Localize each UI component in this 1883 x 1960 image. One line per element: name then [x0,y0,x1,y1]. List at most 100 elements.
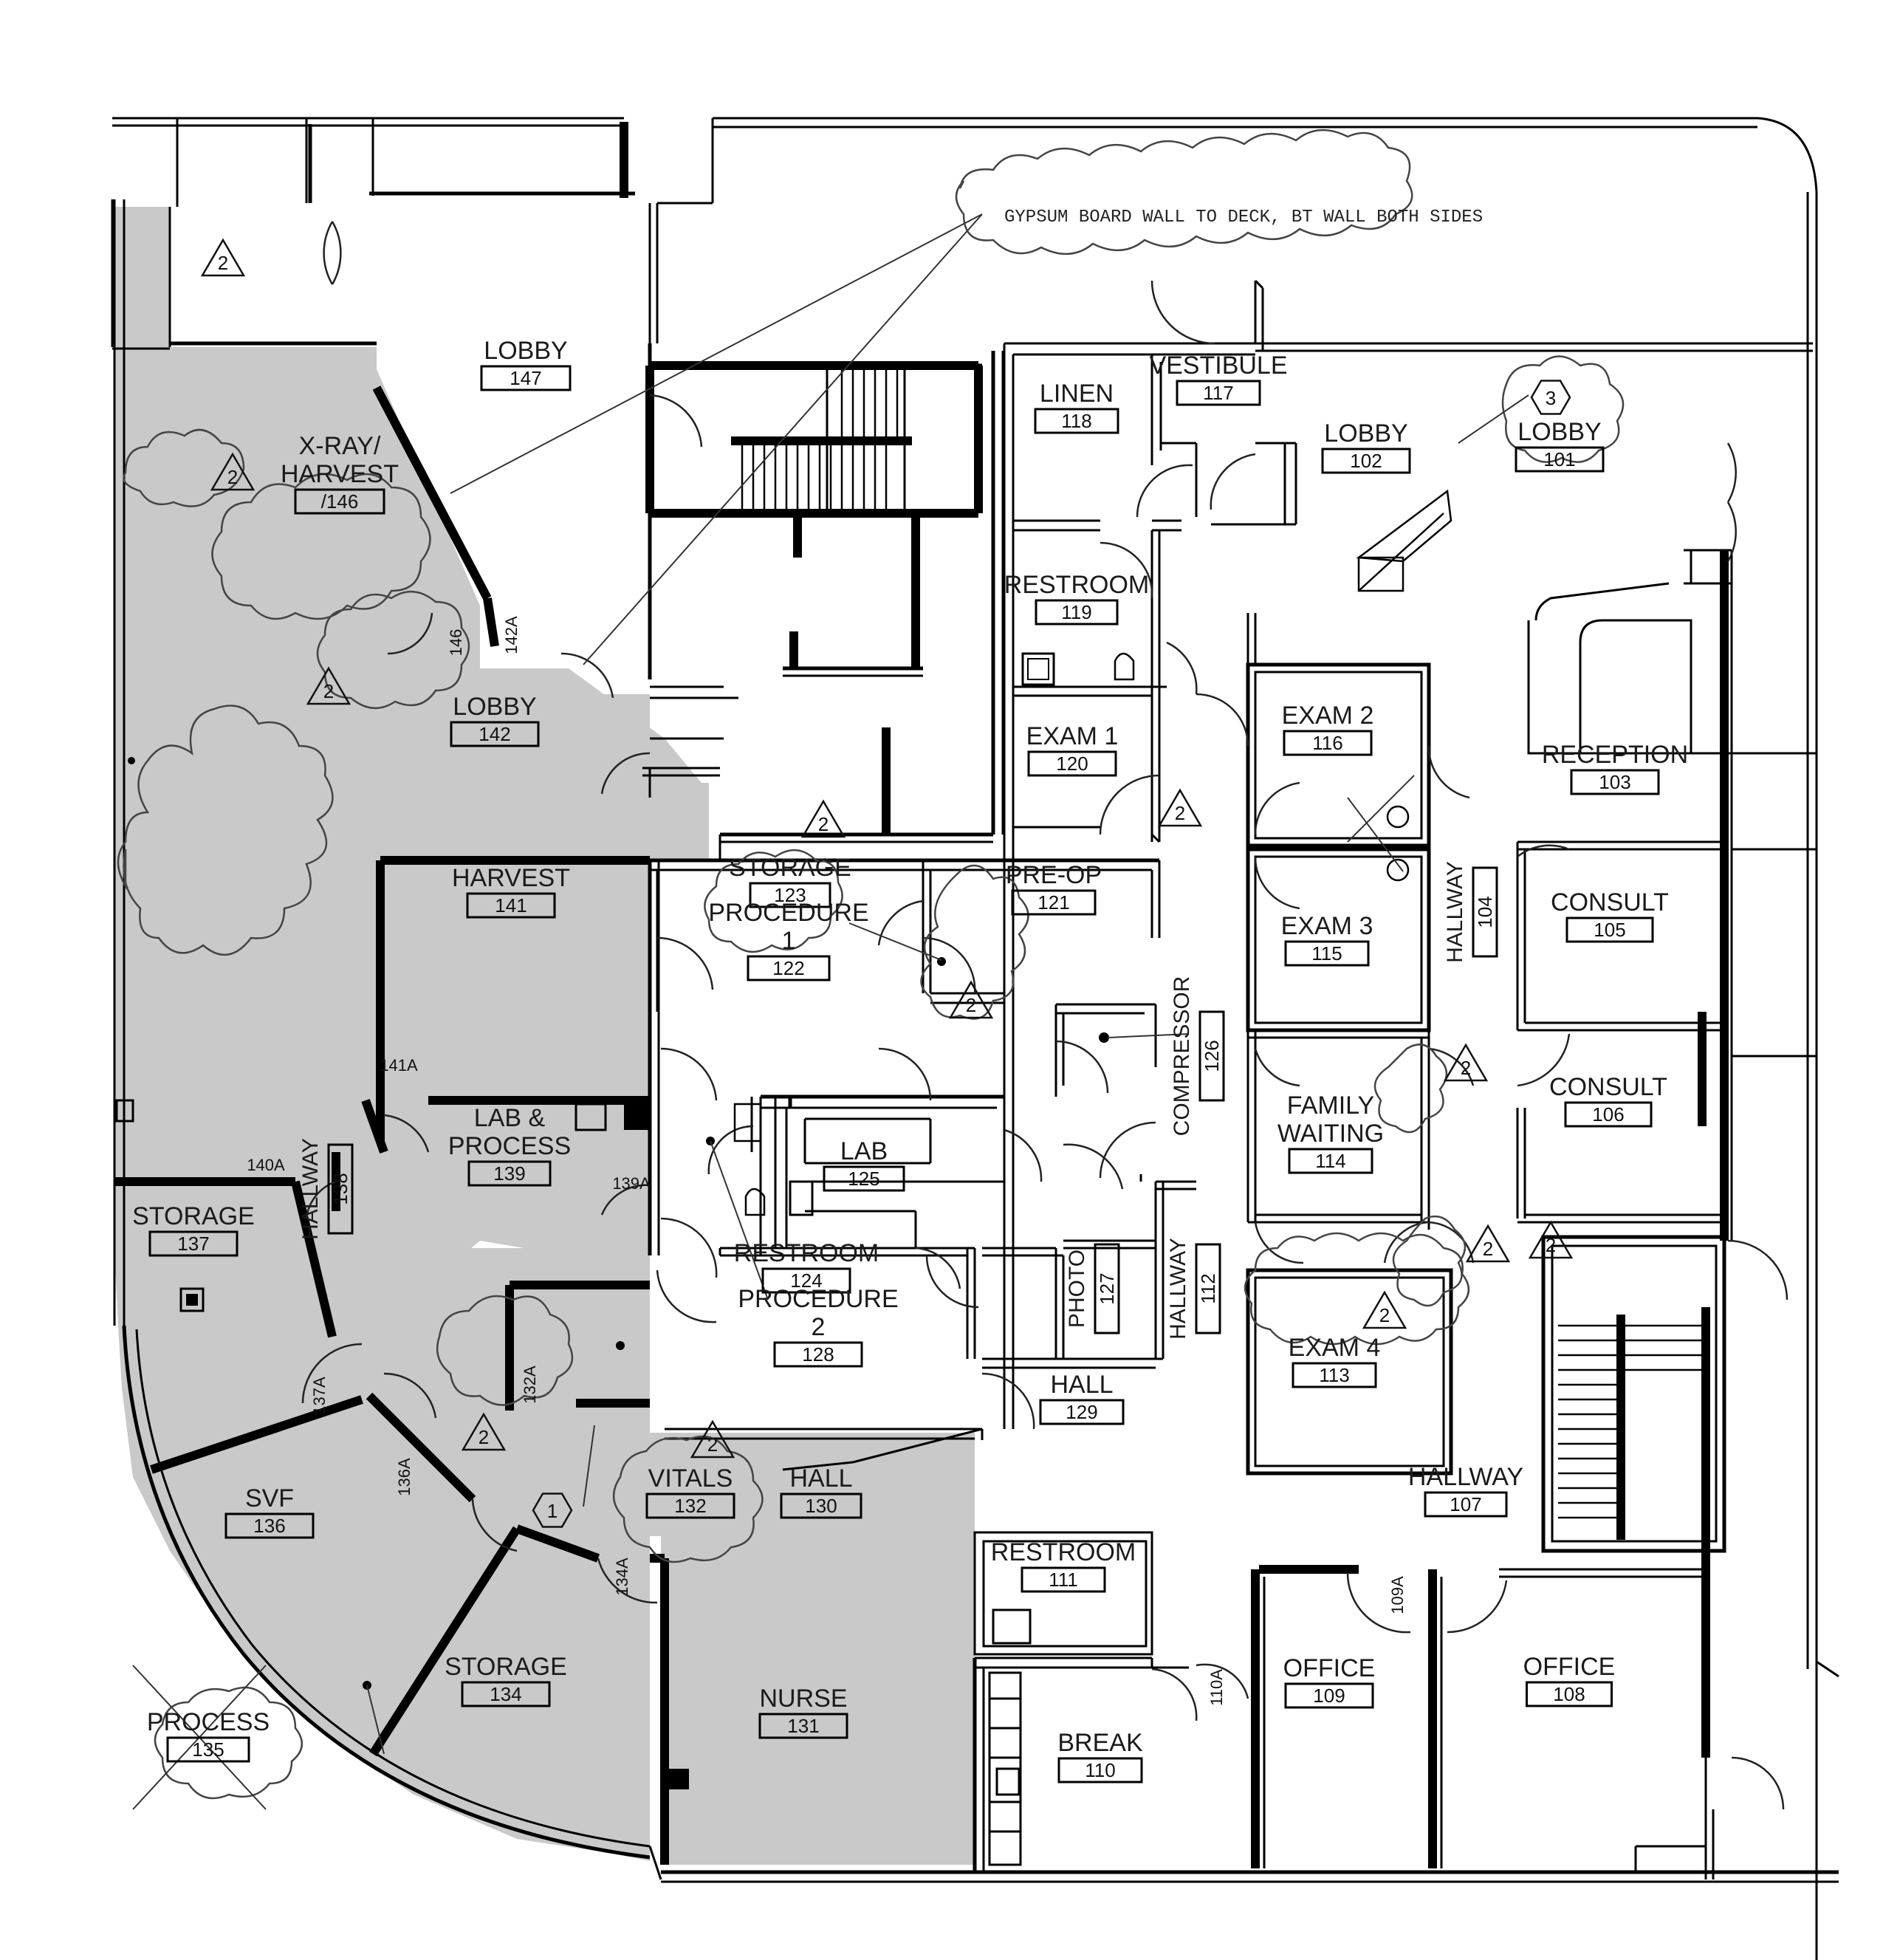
door-tag: 141A [380,1056,418,1075]
room-number-box [761,1267,851,1294]
room-name-line-2: 2 [812,1313,826,1341]
room-number-box [1094,1243,1120,1334]
room-number-box [224,1512,315,1539]
door-tag: 136A [395,1458,414,1496]
room-name: OFFICE [1523,1653,1616,1681]
room-number-box [1570,769,1660,795]
room-number: 112 [1197,1273,1219,1303]
room-number: 108 [1553,1683,1585,1705]
room-name: RECEPTION [1542,741,1688,769]
room-number-box [1057,1757,1143,1783]
revision-triangle [200,238,246,277]
door-tag: 142A [502,616,521,654]
room-number-box [1564,1101,1653,1128]
revision-number: 3 [1546,387,1556,409]
room-name: EXAM 1 [1026,722,1119,750]
revision-number: 2 [479,1426,489,1448]
revision-tag: 2 [1528,1220,1574,1259]
room-number: 142 [479,723,510,745]
door-tag: 109A [1388,1576,1407,1614]
room-name-line-2: WAITING [1277,1120,1384,1148]
room-number: 101 [1543,448,1575,470]
room-number: 132 [674,1495,706,1517]
door-tag: 140A [247,1156,285,1174]
room-number-box [749,882,831,908]
revision-triangle [1528,1220,1574,1259]
room-name: FAMILY [1287,1092,1374,1120]
room-number-box [1195,1243,1221,1334]
revision-number: 2 [218,252,228,274]
room-number: 129 [1066,1401,1097,1423]
room-number: 110 [1085,1759,1115,1781]
room-number: 106 [1592,1103,1624,1125]
revision-number: 2 [227,466,238,488]
room-number-box [327,1143,354,1235]
room-number-box [1034,408,1119,434]
room-number: 113 [1319,1364,1349,1386]
room-number-box [1011,889,1097,916]
room-number: 134 [490,1683,521,1705]
room-number: 116 [1312,732,1342,754]
revision-number: 2 [1379,1304,1390,1326]
room-number: 121 [1037,891,1069,914]
room-number-box [823,1165,905,1192]
room-name: BREAK [1057,1729,1143,1757]
room-name: STORAGE [132,1202,255,1230]
revision-tag: 1 [532,1493,573,1528]
revision-tag: 2 [200,238,246,277]
room-name: LAB [840,1137,888,1165]
room-number: 119 [1061,601,1091,623]
door-tag: 139A [612,1174,651,1193]
room-number: 105 [1594,919,1625,941]
room-name: PRE-OP [1006,861,1102,889]
room-number: 135 [192,1738,224,1761]
room-name: LOBBY [453,693,536,721]
shaded-areas [114,207,975,1865]
room-number-box [1027,750,1117,777]
room-number-box [1284,940,1370,967]
room-name: LOBBY [1517,418,1601,446]
room-name: CONSULT [1549,1073,1667,1101]
revision-triangle [690,1419,735,1459]
revision-number: 2 [1461,1057,1471,1079]
fixtures [115,489,1452,1810]
room-number: 126 [1201,1040,1223,1072]
room-number-box [450,721,540,747]
revision-tag: 2 [1362,1290,1407,1329]
revision-tag: 2 [690,1419,735,1459]
revision-number: 2 [1483,1238,1493,1260]
exterior-walls [111,117,1839,1960]
room-number-box [467,1160,552,1187]
room-number: 103 [1599,771,1630,793]
shaded-area-nurse [661,1433,975,1865]
room-number: 115 [1311,942,1342,964]
room-name: RESTROOM [1004,571,1149,599]
revision-tag: 2 [1465,1224,1511,1263]
room-number-box [1288,1148,1373,1174]
room-name: OFFICE [1283,1654,1376,1682]
room-number-box [1515,446,1605,473]
door-tag: 134A [613,1558,631,1596]
room-number: 147 [510,367,541,389]
room-number: 137 [177,1233,209,1255]
room-number-box [1198,1010,1225,1102]
